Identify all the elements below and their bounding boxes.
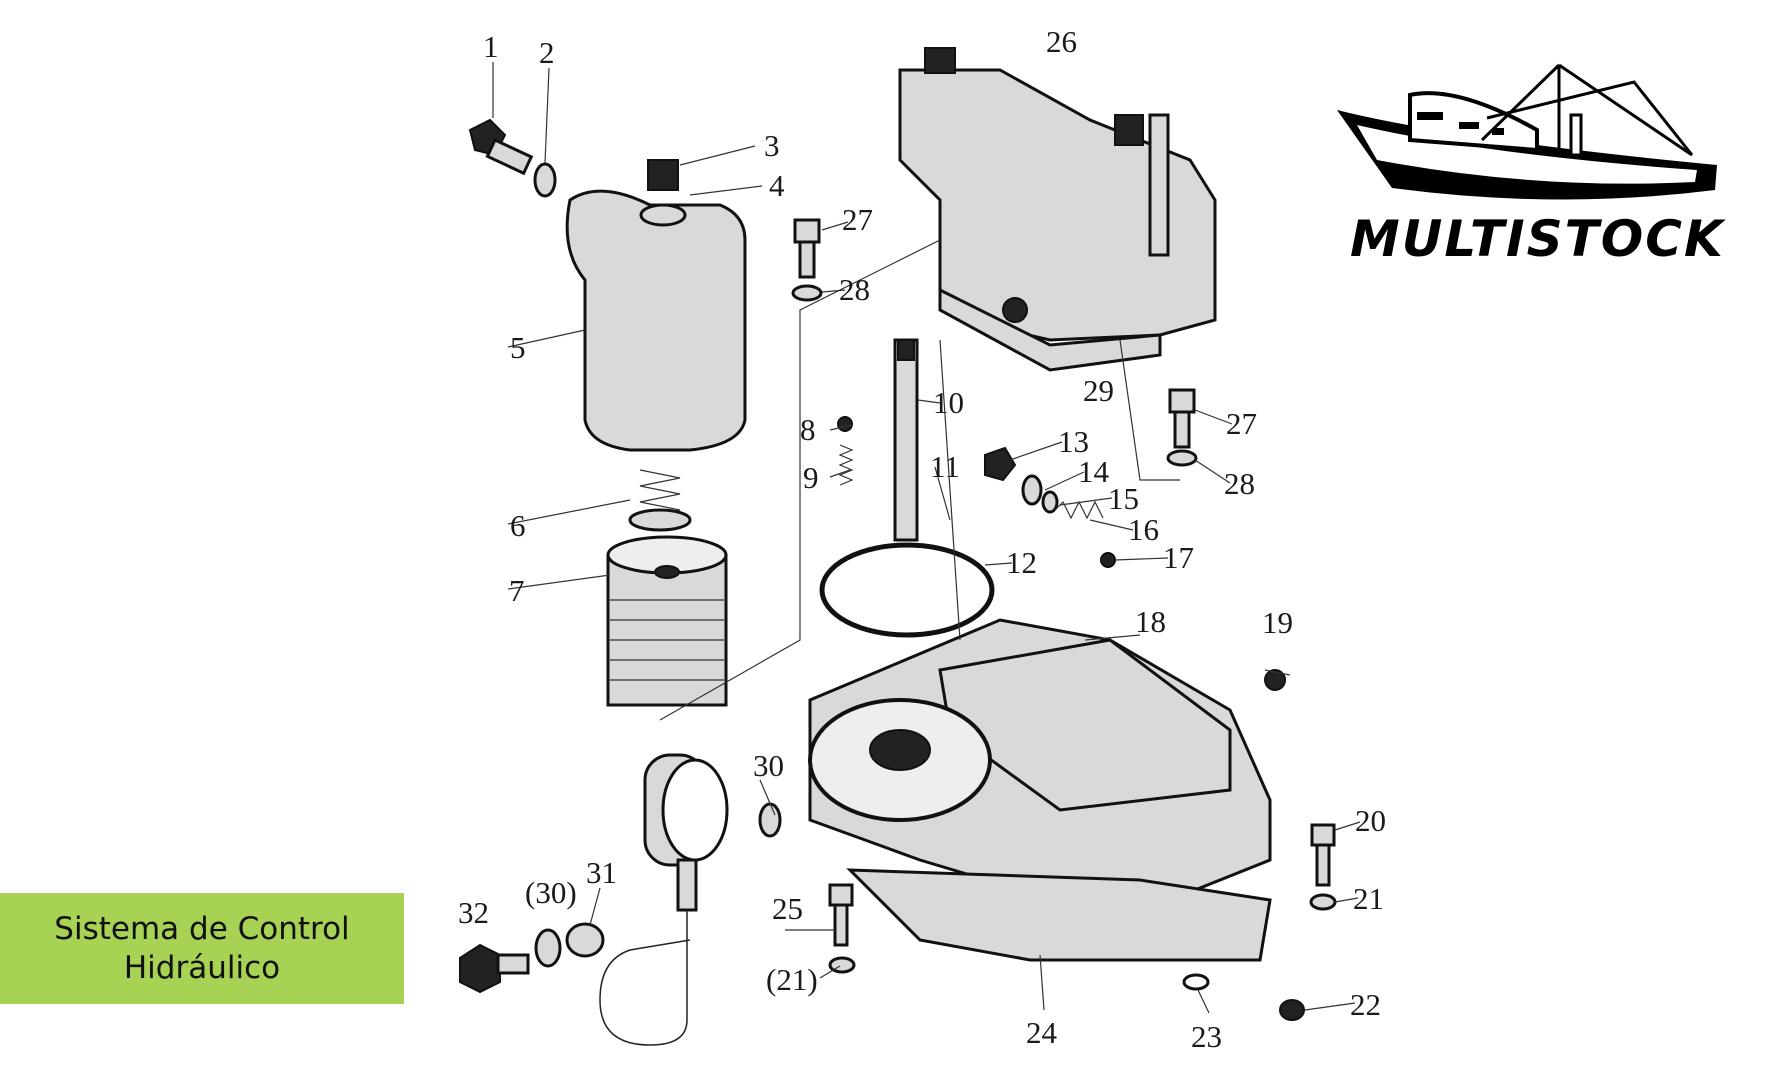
callout-13: 13 [1058,424,1089,459]
callout-9: 9 [803,460,819,495]
callout-29: 29 [1083,373,1114,408]
callout-30: 30 [753,748,784,783]
callout-10: 10 [933,385,964,420]
callout-11: 11 [930,449,960,484]
callout-20: 20 [1355,803,1386,838]
diagram-title: Sistema de Control Hidráulico [54,910,350,986]
callout-24: 24 [1026,1015,1058,1050]
part-pressure-gauge-31 [459,753,782,1046]
callout-30b: (30) [525,875,577,910]
callout-17: 17 [1163,540,1194,575]
callout-23: 23 [1191,1019,1222,1054]
callout-21: 21 [1353,881,1384,916]
part-filter-housing [565,159,747,452]
callout-6: 6 [510,508,526,543]
fishing-boat-icon [1337,63,1717,200]
diagram-title-banner: Sistema de Control Hidráulico [0,893,404,1004]
callout-1: 1 [483,29,499,64]
callout-16: 16 [1128,512,1159,547]
part-gasket-24 [846,868,1272,962]
leader-lines [492,62,1361,1014]
callout-32: 32 [458,895,489,930]
part-spool-10 [893,338,919,542]
part-relief-valve-13-17 [984,446,1116,568]
callout-2: 2 [539,35,555,70]
part-valve-housing-18 [808,618,1272,922]
part-filter-element-7 [606,535,728,707]
callout-28: 28 [839,272,870,307]
callout-14: 14 [1078,454,1110,489]
part-bolts-27-28 [791,218,1198,467]
callout-26: 26 [1046,24,1077,59]
callout-27b: 27 [1226,406,1257,441]
part-o-ring-12 [819,542,995,638]
callout-3: 3 [764,128,780,163]
callout-31: 31 [586,855,617,890]
brand-wordmark: MULTISTOCK [1350,210,1725,268]
callout-22: 22 [1350,987,1381,1022]
part-bolt-1 [468,118,534,176]
callout-27: 27 [842,202,873,237]
callout-28b: 28 [1224,466,1255,501]
callout-25: 25 [772,891,803,926]
callout-8: 8 [800,412,816,447]
callout-12: 12 [1006,545,1037,580]
part-spring-6 [628,469,692,532]
callout-18: 18 [1135,604,1166,639]
callout-15: 15 [1108,481,1139,516]
callout-7: 7 [509,573,525,608]
part-small-fittings-19-22-23 [1182,669,1305,1021]
callout-19: 19 [1262,605,1293,640]
callout-4: 4 [769,168,785,203]
part-washer-2 [533,162,557,198]
callout-5: 5 [510,330,526,365]
part-valve-body-26 [898,47,1217,372]
callout-21b: (21) [766,962,818,997]
part-bolts-20-21-25 [828,823,1337,974]
